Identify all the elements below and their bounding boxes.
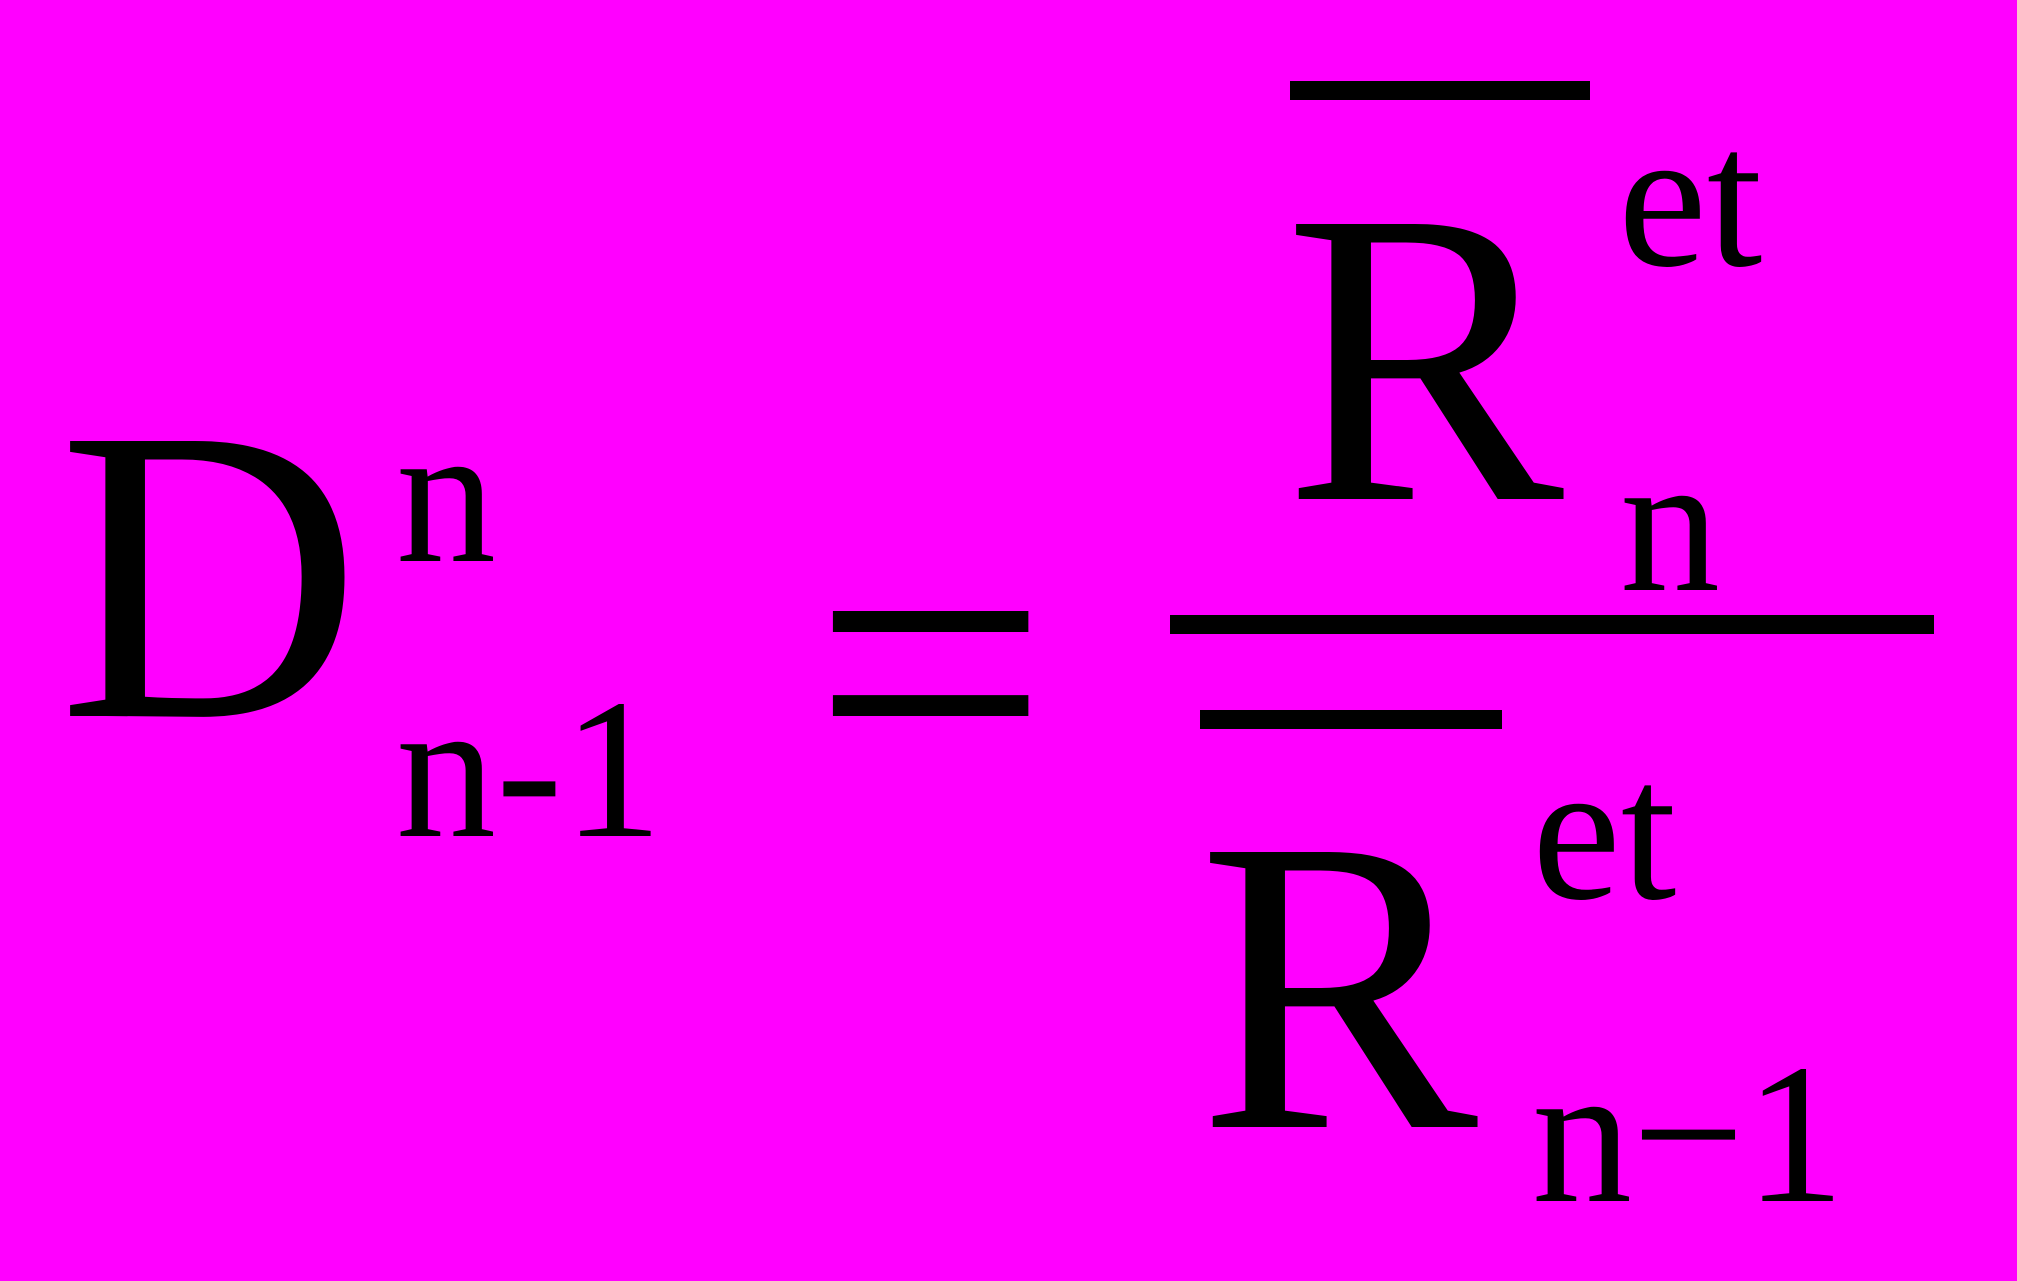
lhs-subscript: n-1 xyxy=(396,659,663,880)
numerator-overline xyxy=(1290,81,1590,100)
fraction-bar xyxy=(1170,615,1934,634)
numerator-superscript: et xyxy=(1618,88,1763,309)
denominator-base: R xyxy=(1198,753,1479,1218)
denominator-superscript: et xyxy=(1532,721,1677,942)
denominator-overline xyxy=(1200,710,1502,729)
equals-sign: = xyxy=(812,429,1049,894)
denominator-subscript: n−1 xyxy=(1532,1024,1845,1245)
lhs-base: D xyxy=(58,342,362,807)
lhs-superscript: n xyxy=(396,384,496,605)
numerator-base: R xyxy=(1284,125,1565,590)
numerator-subscript: n xyxy=(1620,413,1720,634)
